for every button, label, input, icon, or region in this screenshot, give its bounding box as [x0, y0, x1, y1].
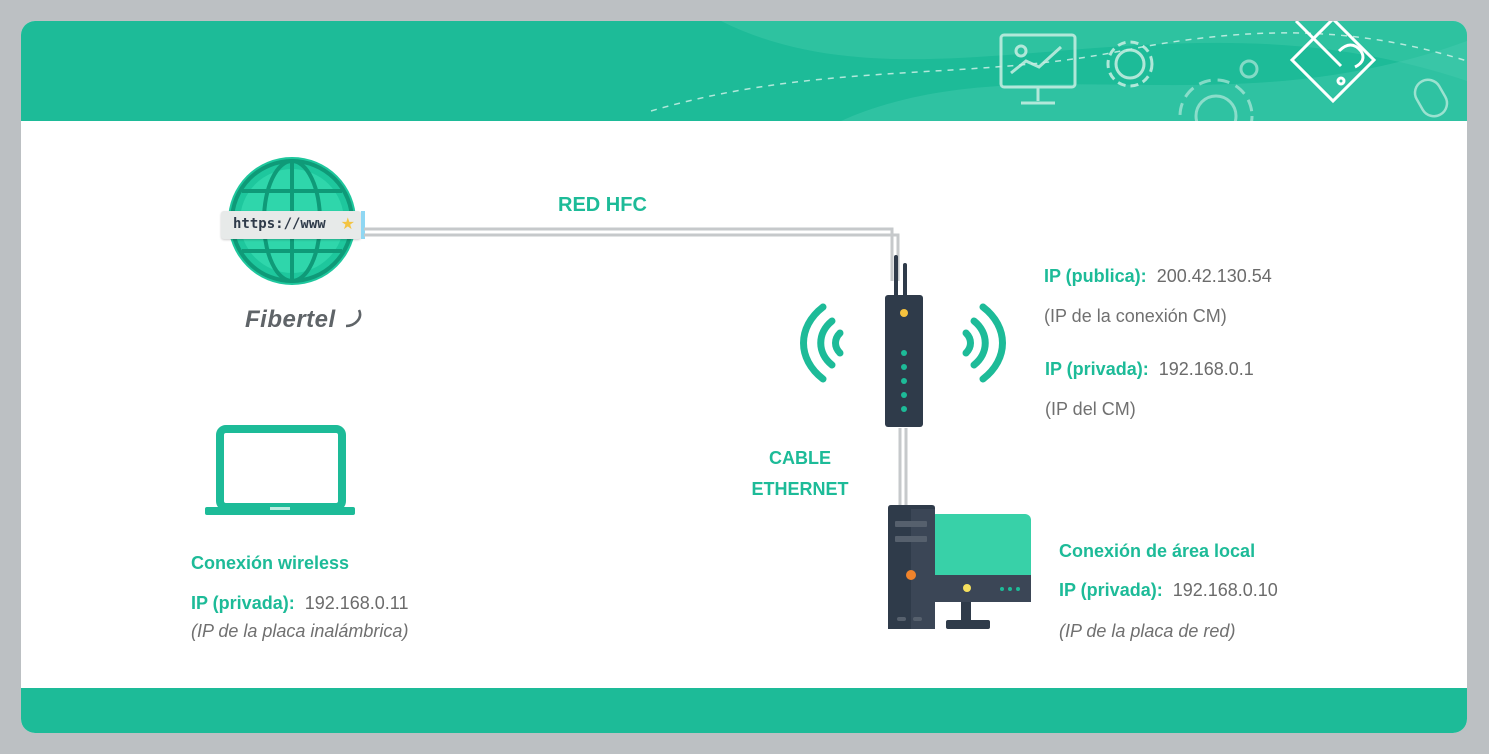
local-ip-label: IP (privada):: [1059, 580, 1163, 600]
url-text: https://www: [233, 216, 326, 232]
cable-label-line1: CABLE: [769, 448, 831, 468]
network-label: RED HFC: [558, 194, 647, 216]
wifi-waves-icon: [962, 303, 1006, 383]
laptop-icon: [205, 425, 355, 515]
public-ip-row: IP (publica): 200.42.130.54: [1044, 266, 1272, 287]
header-band: [21, 21, 1467, 121]
settings-gear-icon: [1106, 40, 1154, 88]
cable-label: CABLE ETHERNET: [747, 443, 853, 505]
star-icon: ★: [340, 216, 355, 233]
logo-swoosh-icon: [345, 309, 362, 328]
wireless-ip-note: (IP de la placa inalámbrica): [191, 621, 409, 641]
modem-private-ip-row: IP (privada): 192.168.0.1: [1045, 359, 1254, 380]
header-decoration: [650, 21, 1467, 121]
wireless-ip-value: 192.168.0.11: [304, 593, 409, 613]
public-ip-label: IP (publica):: [1044, 266, 1147, 286]
desktop-computer-icon: [888, 505, 1031, 629]
modem-private-ip-value: 192.168.0.1: [1158, 359, 1254, 379]
url-bar: https://www ★: [221, 211, 365, 239]
public-ip-value: 200.42.130.54: [1156, 266, 1272, 286]
diagram-card: https://www ★ Fibertel RED HFC: [21, 21, 1467, 733]
cable-label-line2: ETHERNET: [751, 479, 849, 499]
local-ip-note: (IP de la placa de red): [1059, 621, 1236, 641]
pencil-tools-icon: [1289, 21, 1377, 104]
isp-name: Fibertel: [245, 306, 336, 333]
wifi-waves-icon: [800, 303, 844, 383]
footer-band: [21, 688, 1467, 733]
public-ip-note: (IP de la conexión CM): [1044, 306, 1227, 326]
local-ip-row: IP (privada): 192.168.0.10: [1059, 580, 1278, 601]
modem-private-ip-note: (IP del CM): [1045, 399, 1136, 419]
local-ip-value: 192.168.0.10: [1172, 580, 1278, 600]
monitor-chart-icon: [999, 33, 1077, 105]
modem-private-ip-label: IP (privada):: [1045, 359, 1149, 379]
wireless-ip-row: IP (privada): 192.168.0.11: [191, 593, 408, 614]
modem-icon: [885, 255, 923, 427]
mouse-icon: [1413, 78, 1449, 118]
isp-logo: Fibertel: [245, 306, 365, 334]
wireless-title: Conexión wireless: [191, 553, 350, 573]
settings-gear-icon: [1178, 59, 1259, 121]
local-title: Conexión de área local: [1059, 541, 1256, 561]
wireless-ip-label: IP (privada):: [191, 593, 295, 613]
url-bar-end: [361, 211, 365, 239]
